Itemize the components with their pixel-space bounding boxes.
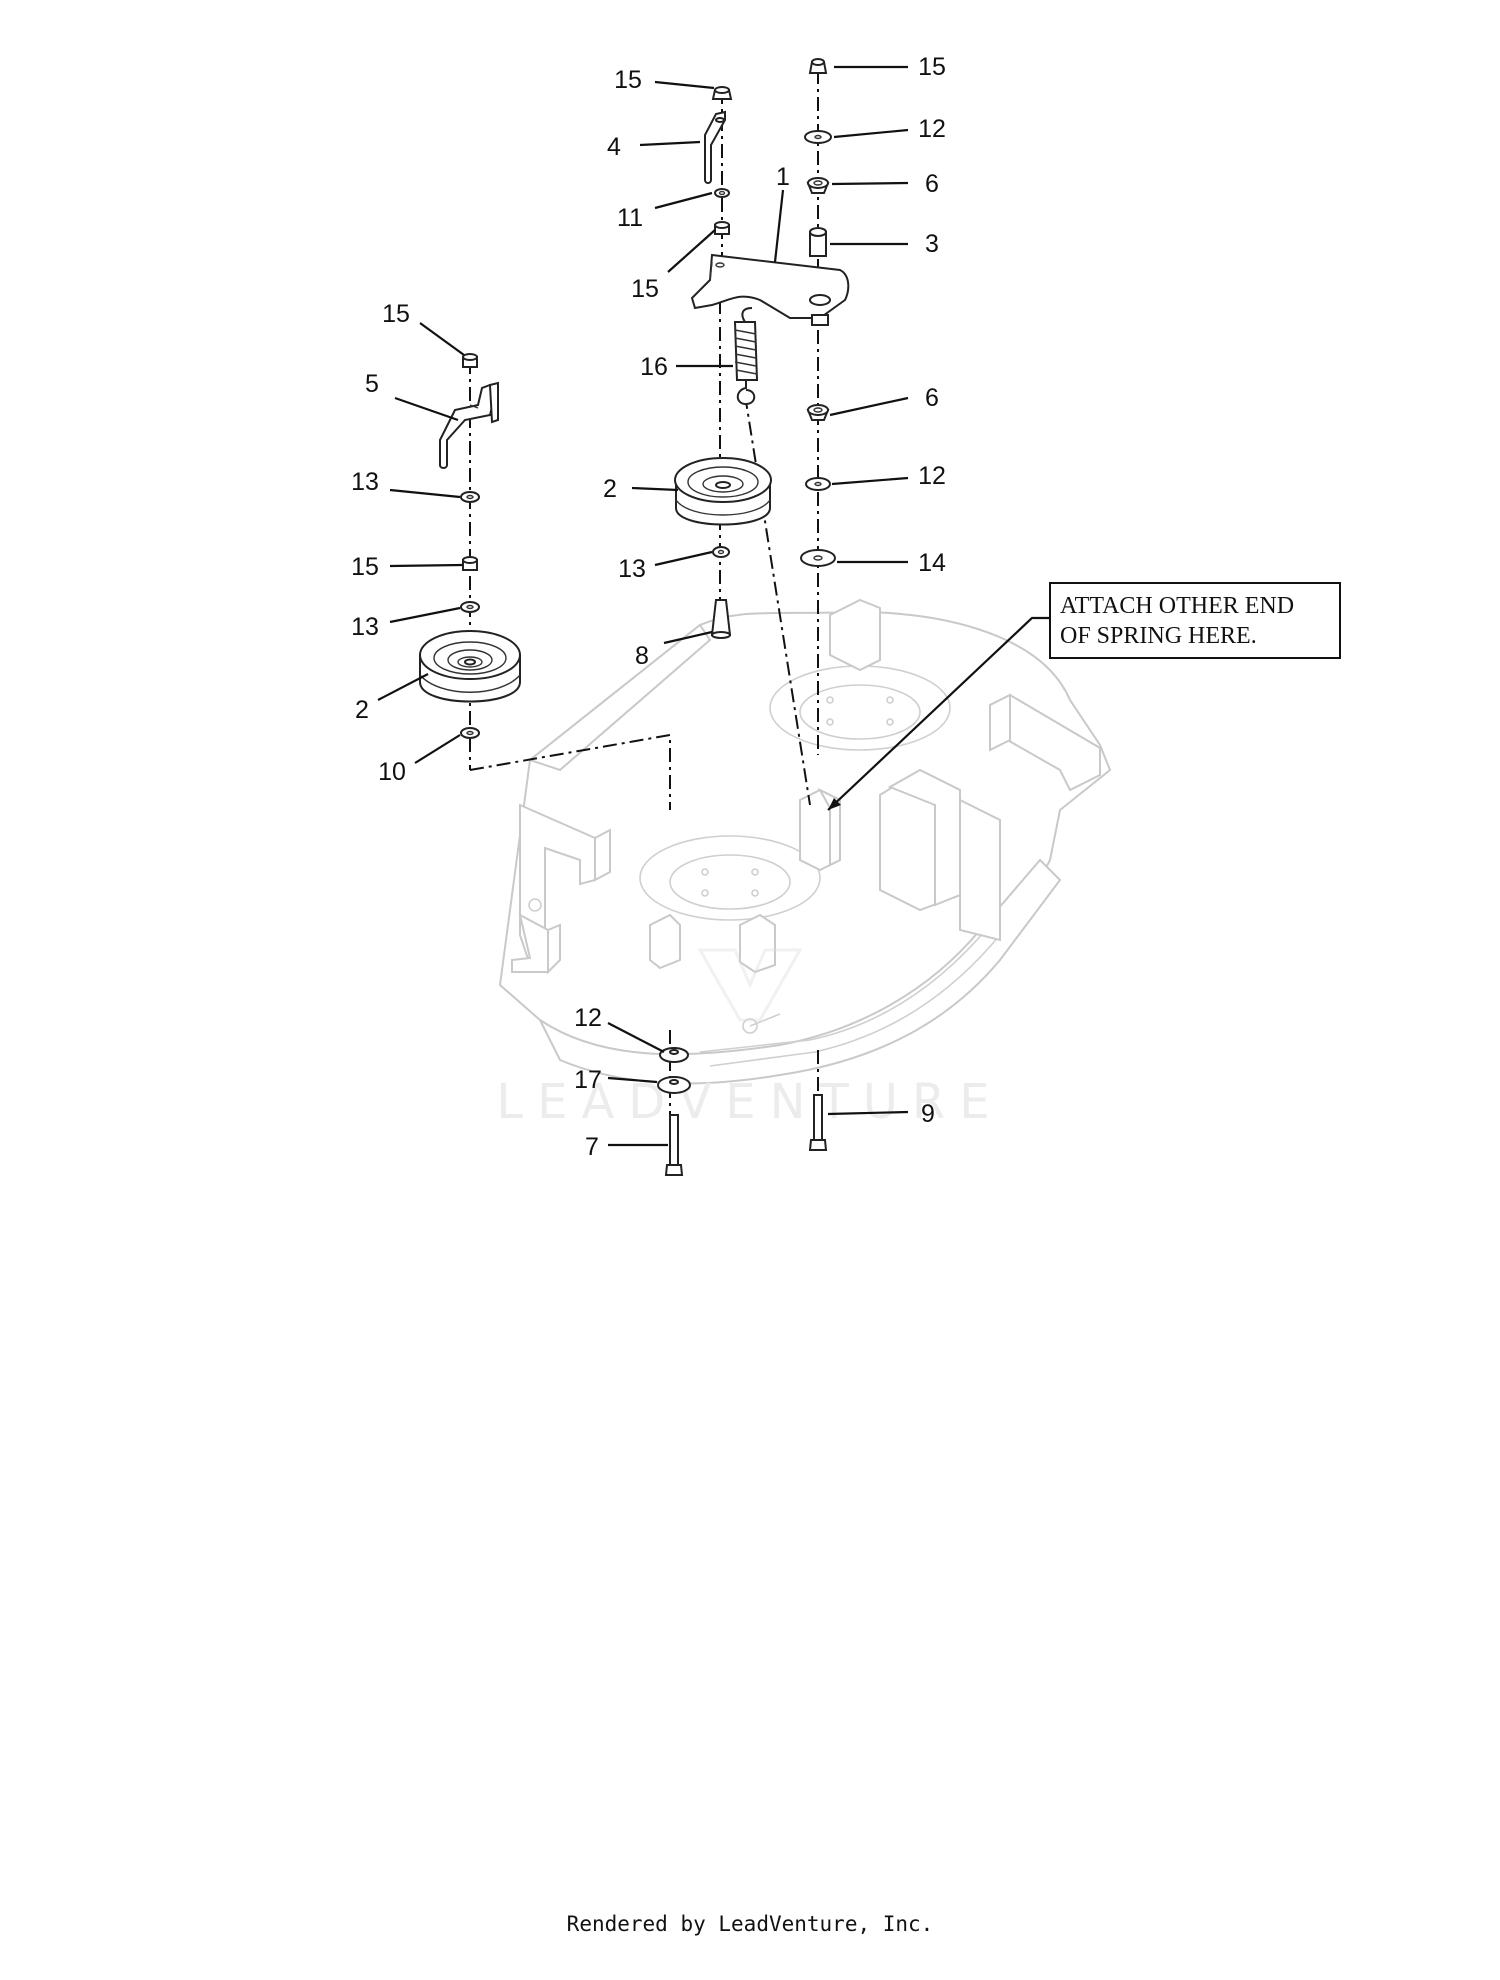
watermark-logo-icon (697, 948, 803, 1022)
callout-15-left-mid: 15 (351, 553, 379, 581)
part-16-spring (733, 307, 759, 406)
note-line-1: ATTACH OTHER END (1060, 593, 1294, 619)
part-17-washer (657, 1076, 691, 1094)
callout-12-top: 12 (918, 115, 946, 143)
part-15-nut-left-mid (462, 556, 478, 571)
callout-13-left-bottom: 13 (351, 613, 379, 641)
part-15-nut-left (462, 353, 478, 368)
callout-9: 9 (921, 1100, 935, 1128)
callout-6-bottom: 6 (925, 384, 939, 412)
callout-3: 3 (925, 230, 939, 258)
note-line-2: OF SPRING HERE. (1060, 623, 1257, 649)
mower-deck (498, 598, 1112, 1085)
part-15-nut-right (808, 58, 828, 74)
callout-2-left: 2 (355, 696, 369, 724)
callout-10: 10 (378, 758, 406, 786)
callout-15-top-right: 15 (918, 53, 946, 81)
part-9-bolt (808, 1094, 828, 1151)
callout-15-arm: 15 (631, 275, 659, 303)
callout-4: 4 (607, 133, 621, 161)
part-12-washer-bottom (659, 1047, 689, 1063)
part-12-washer-mid (805, 477, 831, 491)
part-8-shaft (710, 599, 732, 639)
leader-lines (377, 65, 1050, 1147)
callout-11: 11 (617, 204, 643, 232)
callout-2-center: 2 (603, 475, 617, 503)
callout-labels: 15 4 11 15 1 15 12 6 3 15 5 16 6 2 12 13… (351, 53, 946, 1161)
part-13-washer-left-top (460, 491, 480, 503)
callout-15-left-top: 15 (382, 300, 410, 328)
part-6-bushing-bottom (806, 404, 830, 421)
part-15-nut-top (711, 86, 733, 100)
callout-13-left-top: 13 (351, 468, 379, 496)
part-2-pulley-center (674, 457, 772, 526)
part-3-spacer (809, 227, 827, 257)
part-12-washer-top (804, 130, 832, 144)
callout-5: 5 (365, 370, 379, 398)
callout-16: 16 (640, 353, 668, 381)
callout-1: 1 (776, 163, 790, 191)
part-13-washer-left-bottom (460, 601, 480, 613)
leadventure-watermark: LEADVENTURE (496, 1074, 1003, 1130)
part-14-washer (800, 549, 836, 567)
part-4-rod (704, 110, 726, 184)
callout-12-bottom: 12 (574, 1004, 602, 1032)
part-6-bushing-top (806, 177, 830, 194)
part-15-nut-mid (714, 221, 730, 235)
part-5-bracket-rod (439, 381, 499, 469)
part-13-washer-center (712, 546, 730, 558)
callout-13-center: 13 (618, 555, 646, 583)
callout-6-top: 6 (925, 170, 939, 198)
footer-credit: Rendered by LeadVenture, Inc. (566, 1912, 934, 1936)
spring-attach-note: ATTACH OTHER END OF SPRING HERE. (1049, 582, 1341, 659)
callout-14: 14 (918, 549, 946, 577)
part-7-bolt (664, 1114, 684, 1176)
callout-17: 17 (574, 1066, 602, 1094)
part-10-washer (460, 727, 480, 739)
part-11-washer (714, 188, 730, 198)
callout-12-mid: 12 (918, 462, 946, 490)
callout-7: 7 (585, 1133, 599, 1161)
part-2-pulley-left (419, 630, 521, 703)
callout-15-top-left: 15 (614, 66, 642, 94)
callout-8: 8 (635, 642, 649, 670)
part-1-idler-arm (690, 253, 850, 326)
